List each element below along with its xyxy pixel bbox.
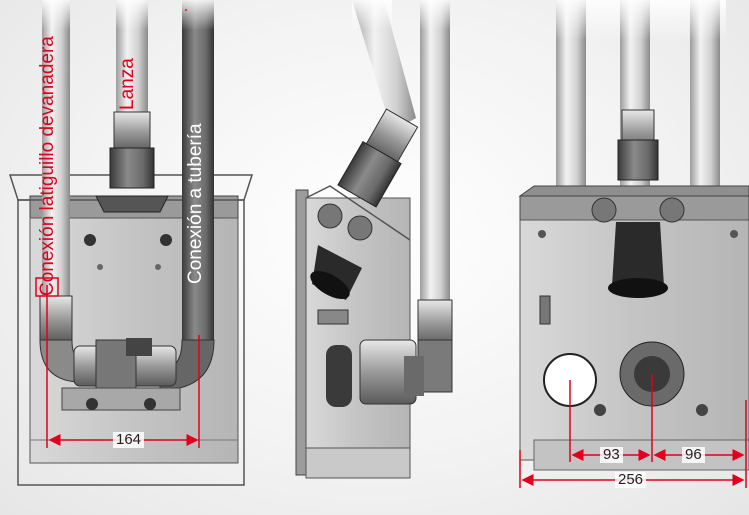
front-view-right	[518, 0, 749, 471]
side-view-middle	[295, 0, 453, 479]
front-view-left	[8, 0, 254, 486]
dimension-164: 164	[113, 432, 145, 448]
dimension-96: 96	[682, 447, 705, 463]
label-tuberia: Conexión a tubería	[185, 123, 206, 284]
dimension-lines	[35, 9, 747, 488]
label-latiguillo: Conexión latiguillo devanadera	[37, 36, 58, 296]
label-lanza: Lanza	[117, 58, 138, 110]
dimension-93: 93	[600, 447, 623, 463]
dimension-256: 256	[615, 472, 647, 488]
